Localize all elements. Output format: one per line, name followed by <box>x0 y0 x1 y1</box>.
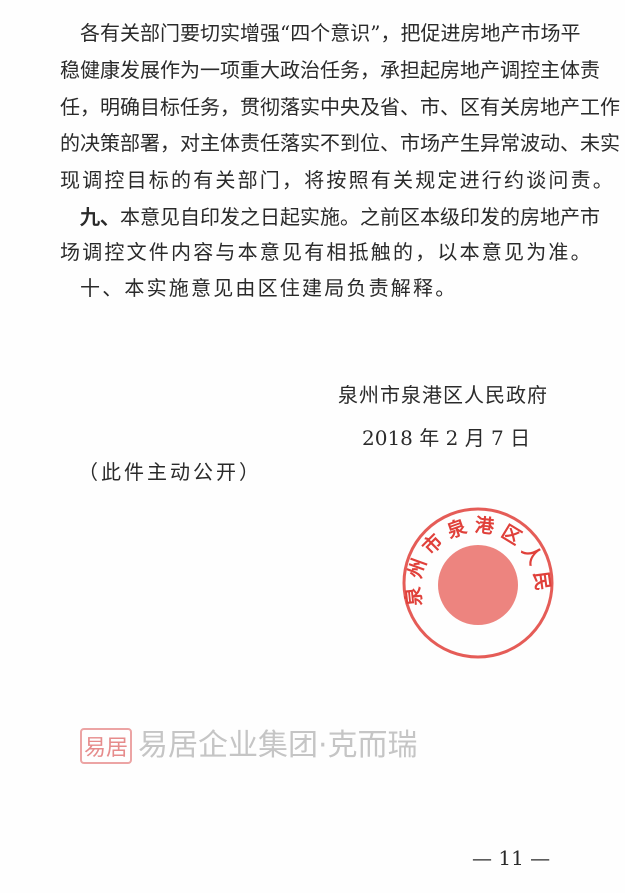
item-ten-label: 十、 <box>80 276 125 300</box>
issue-date: 2018 年 2 月 7 日 <box>362 426 531 450</box>
item-nine-line-2: 场调控文件内容与本意见有相抵触的，以本意见为准。 <box>60 240 593 264</box>
item-nine-label: 九、 <box>80 205 120 229</box>
body-line-2: 稳健康发展作为一项重大政治任务，承担起房地产调控主体责 <box>60 58 600 82</box>
seal-ring <box>402 507 554 659</box>
body-line-4: 的决策部署，对主体责任落实不到位、市场产生异常波动、未实 <box>60 131 620 155</box>
seal-emblem <box>438 545 518 625</box>
page-number: — 11 — <box>472 846 551 870</box>
item-nine-line-1: 九、本意见自印发之日起实施。之前区本级印发的房地产市 <box>80 205 600 229</box>
item-ten-line: 十、本实施意见由区住建局负责解释。 <box>80 276 573 300</box>
item-ten-text: 本实施意见由区住建局负责解释。 <box>124 276 458 300</box>
watermark-logo: 易居 <box>80 728 133 764</box>
body-line-1: 各有关部门要切实增强“四个意识”，把促进房地产市场平 <box>80 21 581 45</box>
watermark-text: 易居企业集团·克而瑞 <box>138 728 418 763</box>
official-seal: 泉州市泉港区人民政府 <box>400 505 554 659</box>
item-nine-text: 本意见自印发之日起实施。之前区本级印发的房地产市 <box>120 205 600 229</box>
disclosure-note: （此件主动公开） <box>78 460 262 484</box>
issuer-signature: 泉州市泉港区人民政府 <box>338 383 548 407</box>
body-line-3: 任，明确目标任务，贯彻落实中央及省、市、区有关房地产工作 <box>60 95 620 119</box>
watermark: 易居易居企业集团·克而瑞 <box>80 720 418 764</box>
body-line-5: 现调控目标的有关部门，将按照有关规定进行约谈问责。 <box>60 168 615 192</box>
